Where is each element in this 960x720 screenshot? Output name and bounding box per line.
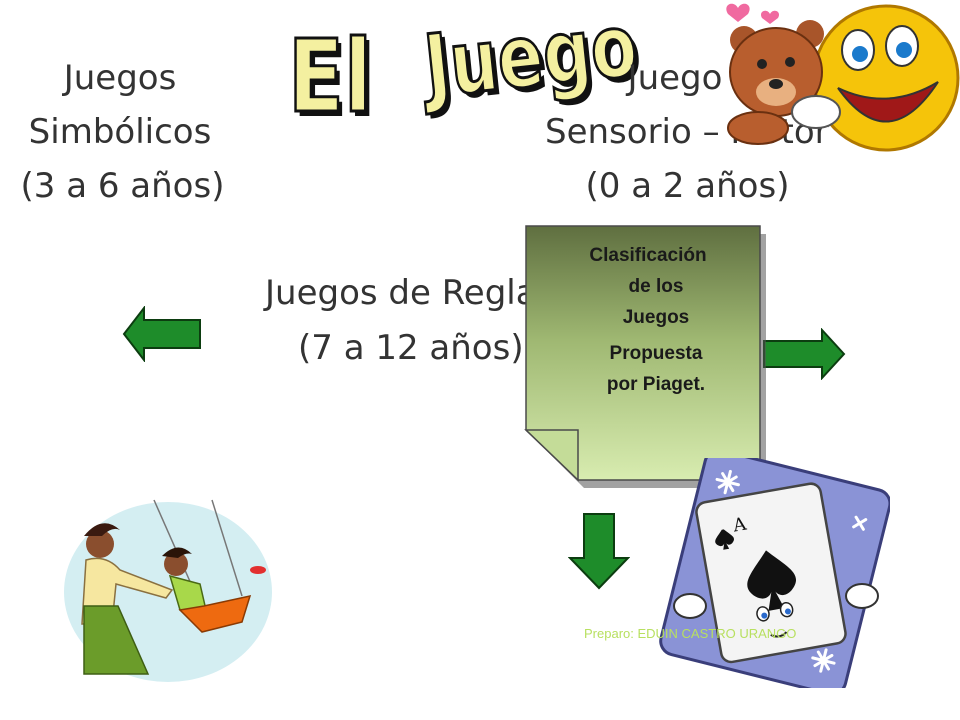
title-word-el: El [287, 18, 374, 135]
right-line-1: Juego [627, 58, 723, 98]
smiley-teddy-clipart [726, 3, 960, 152]
right-arrow-icon [763, 328, 846, 380]
title-word-juego: Juego [419, 0, 643, 119]
note-line-3: Juegos [622, 307, 690, 328]
left-arrow-icon [122, 306, 201, 362]
note-document-shape [524, 225, 766, 488]
card-rank-label: A [731, 513, 749, 536]
note-line-1: Clasificación [589, 245, 707, 266]
credit-text: Preparo: EDUIN CASTRO URANGO [584, 626, 797, 641]
note-line-2: de los [628, 276, 684, 297]
mother-child-swing-clipart [64, 499, 272, 682]
playing-card-clipart: A [659, 458, 890, 688]
note-line-5: por Piaget. [606, 374, 706, 395]
center-line-2: (7 a 12 años) [298, 328, 524, 368]
right-line-3: (0 a 2 años) [585, 166, 790, 206]
left-line-1: Juegos [63, 58, 177, 98]
down-arrow-icon [568, 513, 630, 590]
note-line-4: Propuesta [609, 343, 703, 364]
left-line-2: Simbólicos [28, 112, 212, 152]
left-line-3: (3 a 6 años) [20, 166, 225, 206]
center-line-1: Juegos de Reglas [265, 273, 555, 313]
